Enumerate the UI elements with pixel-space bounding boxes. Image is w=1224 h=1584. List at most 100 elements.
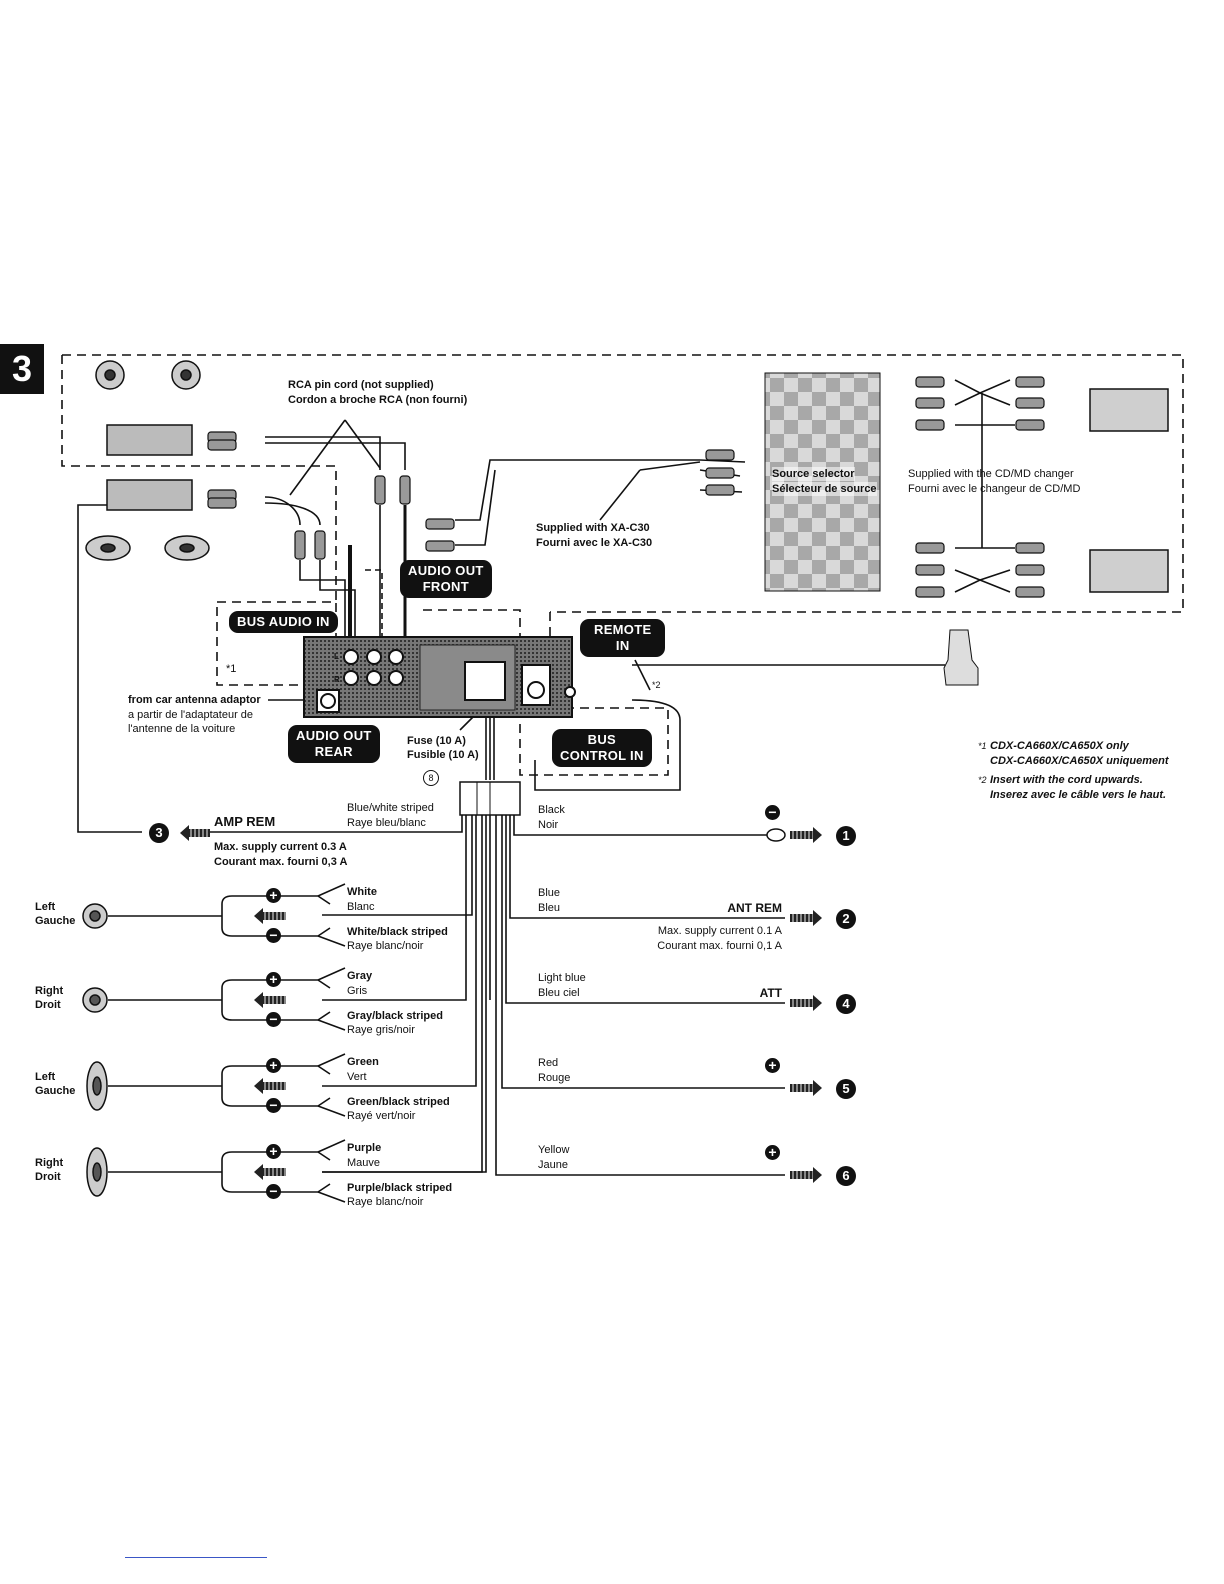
amp-rem-number: 3 <box>149 823 169 843</box>
supplied-changer-label-en: Supplied with the CD/MD changer <box>908 468 1074 480</box>
connector-number: 8 <box>423 770 439 786</box>
speaker-arrow-icon <box>254 1078 286 1094</box>
wire-function: ANT REM <box>727 901 782 915</box>
speaker-minus-wire-en: Purple/black striped <box>347 1182 453 1194</box>
amp-rem-supply-en: Max. supply current 0.3 A <box>214 841 347 853</box>
wire-color-en: Blue <box>538 887 561 899</box>
speaker-side-en: Left <box>35 1071 56 1083</box>
minus-sign-icon: − <box>266 928 281 943</box>
antenna-label-fr2: l'antenne de la voiture <box>128 723 236 735</box>
speaker-plus-wire-fr: Gris <box>347 985 368 997</box>
speaker-arrow-icon <box>254 992 286 1008</box>
amp-rem-arrow <box>180 825 210 841</box>
wire-color-en: Red <box>538 1057 559 1069</box>
note1-line2: CDX-CA660X/CA650X uniquement <box>990 755 1169 767</box>
amp-rem-title: AMP REM <box>214 814 276 829</box>
wire-color-en: Black <box>538 804 565 816</box>
star1-marker: *1 <box>226 663 237 675</box>
minus-sign-icon: − <box>765 805 780 820</box>
wire-number: 4 <box>836 994 856 1014</box>
wire-number: 2 <box>836 909 856 929</box>
speaker-plus-wire-en: Purple <box>347 1142 382 1154</box>
plus-sign-icon: + <box>266 888 281 903</box>
wire-arrow-icon <box>790 910 822 926</box>
wire-arrow-icon <box>790 995 822 1011</box>
section-number-badge: 3 <box>0 344 44 394</box>
speaker-plus-wire-fr: Vert <box>347 1071 367 1083</box>
source-selector-label-en: Source selector <box>772 467 855 481</box>
note2-marker: *2 <box>978 775 987 785</box>
wire-color-en: Yellow <box>538 1144 570 1156</box>
wire-supply-fr: Courant max. fourni 0,1 A <box>657 940 782 952</box>
wire-number: 5 <box>836 1079 856 1099</box>
speaker-side-fr: Gauche <box>35 1085 76 1097</box>
speaker-plus-wire-en: White <box>347 886 377 898</box>
speaker-minus-wire-fr: Raye blanc/noir <box>347 940 424 952</box>
supplied-changer-label-fr: Fourni avec le changeur de CD/MD <box>908 483 1081 495</box>
fuse-label-fr: Fusible (10 A) <box>407 749 479 761</box>
wire-supply-en: Max. supply current 0.1 A <box>657 925 782 937</box>
plus-sign-icon: + <box>266 972 281 987</box>
supplied-xa-label-en: Supplied with XA-C30 <box>536 522 650 534</box>
speaker-side-en: Left <box>35 901 56 913</box>
wire-color-fr: Rouge <box>538 1072 571 1084</box>
speaker-side-en: Right <box>35 985 64 997</box>
speaker-minus-wire-fr: Rayé vert/noir <box>347 1110 416 1122</box>
wire-color-en: Light blue <box>538 972 586 984</box>
rca-cord-label-fr: Cordon a broche RCA (non fourni) <box>288 394 468 406</box>
channel-l-label: L <box>334 652 339 661</box>
rca-cord-label-en: RCA pin cord (not supplied) <box>288 379 434 391</box>
star2-marker: *2 <box>652 680 661 690</box>
speaker-minus-wire-fr: Raye blanc/noir <box>347 1196 424 1208</box>
source-selector-label-fr: Sélecteur de source <box>772 482 877 496</box>
speaker-minus-wire-en: White/black striped <box>347 926 448 938</box>
fuse-label-en: Fuse (10 A) <box>407 735 466 747</box>
note1-line1: CDX-CA660X/CA650X only <box>990 740 1129 752</box>
plus-sign-icon: + <box>765 1058 780 1073</box>
speaker-side-fr: Droit <box>35 1171 61 1183</box>
wire-function: ATT <box>759 986 782 1000</box>
plus-sign-icon: + <box>765 1145 780 1160</box>
speaker-side-fr: Droit <box>35 999 61 1011</box>
antenna-label-en: from car antenna adaptor <box>128 694 261 706</box>
note2-line1: Insert with the cord upwards. <box>990 774 1143 786</box>
speaker-minus-wire-en: Gray/black striped <box>347 1010 443 1022</box>
speaker-plus-wire-fr: Mauve <box>347 1157 381 1169</box>
wire-number: 6 <box>836 1166 856 1186</box>
minus-sign-icon: − <box>266 1184 281 1199</box>
amp-rem-supply-fr: Courant max. fourni 0,3 A <box>214 856 348 868</box>
speaker-minus-wire-en: Green/black striped <box>347 1096 450 1108</box>
wire-color-fr: Jaune <box>538 1159 568 1171</box>
speaker-plus-wire-fr: Blanc <box>347 901 375 913</box>
amp-rem-wire-fr: Raye bleu/blanc <box>347 817 426 829</box>
wire-color-fr: Bleu <box>538 902 561 914</box>
speaker-side-en: Right <box>35 1157 64 1169</box>
bus-audio-in-label: BUS AUDIO IN <box>229 611 338 633</box>
wire-color-fr: Bleu ciel <box>538 987 580 999</box>
speaker-arrow-icon <box>254 908 286 924</box>
speaker-side-fr: Gauche <box>35 915 76 927</box>
wire-arrow-icon <box>790 827 822 843</box>
channel-r-label: R <box>334 675 340 684</box>
wire-number: 1 <box>836 826 856 846</box>
wire-arrow-icon <box>790 1080 822 1096</box>
speaker-plus-wire-en: Green <box>347 1056 379 1068</box>
wire-color-fr: Noir <box>538 819 559 831</box>
minus-sign-icon: − <box>266 1098 281 1113</box>
speaker-arrow-icon <box>254 1164 286 1180</box>
amp-rem-wire-en: Blue/white striped <box>347 802 434 814</box>
supplied-xa-label-fr: Fourni avec le XA-C30 <box>536 537 653 549</box>
note2-line2: Inserez avec le câble vers le haut. <box>990 789 1167 801</box>
plus-sign-icon: + <box>266 1058 281 1073</box>
wire-arrow-icon <box>790 1167 822 1183</box>
footer-rule <box>125 1557 267 1558</box>
speaker-minus-wire-fr: Raye gris/noir <box>347 1024 415 1036</box>
antenna-label-fr1: a partir de l'adaptateur de <box>128 709 254 721</box>
minus-sign-icon: − <box>266 1012 281 1027</box>
plus-sign-icon: + <box>266 1144 281 1159</box>
